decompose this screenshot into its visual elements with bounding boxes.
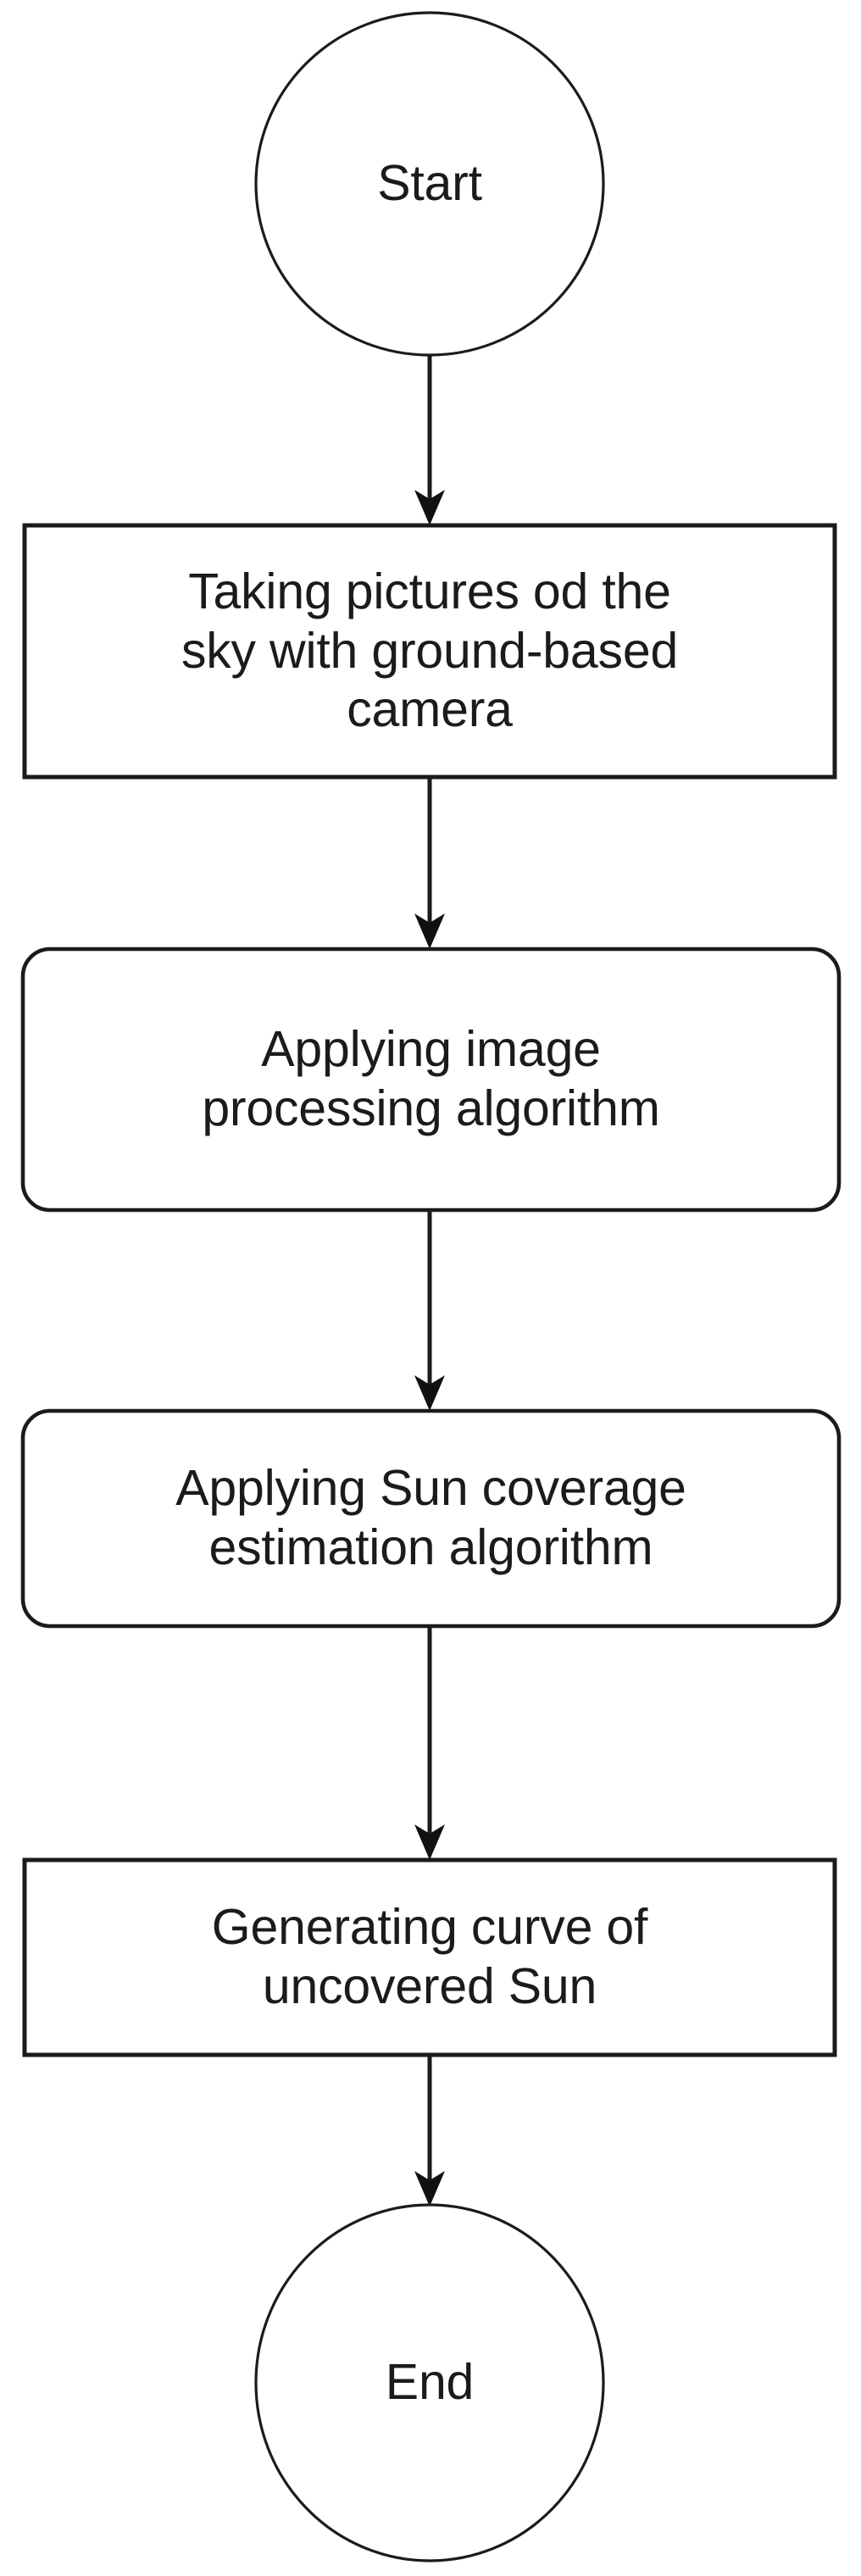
connector-image-processing-to-sun-coverage bbox=[414, 1210, 445, 1411]
connector-capture-to-image-processing bbox=[414, 777, 445, 949]
connector-generate-curve-to-end bbox=[414, 2055, 445, 2207]
node-end-shape[interactable] bbox=[254, 2203, 605, 2562]
node-start-shape[interactable] bbox=[254, 11, 605, 357]
connector-sun-coverage-to-generate-curve bbox=[414, 1626, 445, 1860]
node-capture-shape[interactable] bbox=[22, 523, 837, 780]
node-image-processing-shape[interactable] bbox=[20, 947, 842, 1213]
node-sun-coverage-shape[interactable] bbox=[20, 1408, 842, 1629]
connector-start-to-capture bbox=[414, 355, 445, 525]
node-generate-curve-shape[interactable] bbox=[22, 1857, 837, 2057]
